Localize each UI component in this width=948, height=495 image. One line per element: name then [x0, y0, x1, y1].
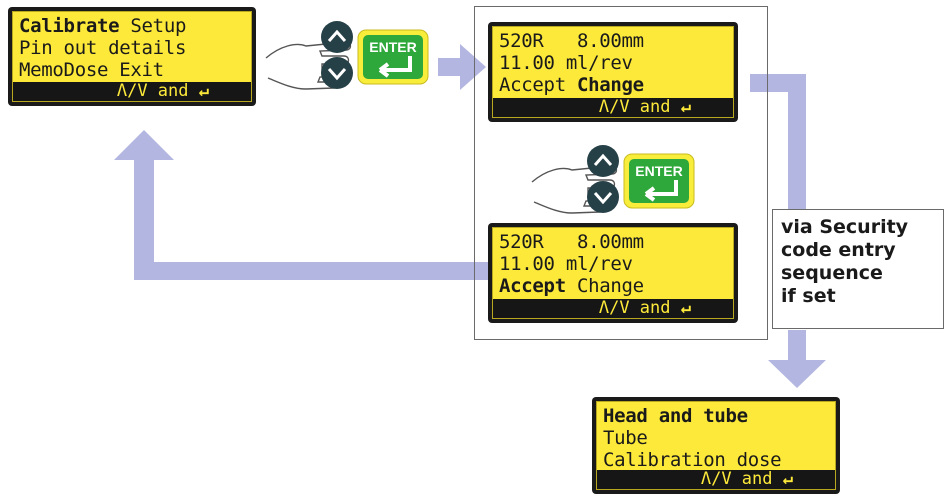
return-arrow-icon: ↵	[198, 81, 209, 101]
lcd-screen: Calibrate Setup Pin out details MemoDose…	[12, 11, 252, 102]
lcd-head-change: 520R 8.00mm 11.00 ml/rev Accept Change Λ…	[488, 22, 738, 122]
menu-item-pin-out: Pin out details	[19, 37, 187, 59]
lcd-head-accept: 520R 8.00mm 11.00 ml/rev Accept Change Λ…	[488, 223, 738, 323]
lcd-line-1: 520R 8.00mm	[499, 30, 727, 52]
gesture-svg: ENTER	[265, 21, 429, 90]
nav-hint-text: Λ/V and	[598, 298, 671, 318]
lcd-calibrate-menu: Calibrate Setup Pin out details MemoDose…	[8, 7, 256, 106]
head-size-text: 520R 8.00mm	[499, 30, 644, 52]
lcd-line-3: Accept Change	[499, 275, 727, 297]
lcd-screen: 520R 8.00mm 11.00 ml/rev Accept Change Λ…	[492, 26, 734, 118]
lcd-line-1: 520R 8.00mm	[499, 231, 727, 253]
lcd-line-2: 11.00 ml/rev	[499, 253, 727, 275]
menu-item-memodose-exit: MemoDose Exit	[19, 59, 164, 81]
arrow-down-to-note	[750, 74, 806, 210]
up-key-icon	[321, 21, 353, 53]
key-press-gesture-middle: ENTER	[528, 140, 708, 228]
option-accept: Accept	[499, 74, 577, 96]
arrow-return-to-calibrate	[114, 130, 488, 280]
lcd-line-3: Accept Change	[499, 74, 727, 96]
key-press-gesture-top: ENTER	[262, 16, 442, 104]
return-arrow-icon: ↵	[680, 298, 691, 318]
menu-item-setup: Setup	[119, 15, 187, 37]
lcd-line-2: Tube	[603, 427, 829, 449]
option-accept-selected: Accept	[499, 275, 566, 297]
enter-key-label: ENTER	[635, 163, 682, 179]
lcd-line-3: MemoDose Exit	[19, 59, 245, 81]
flow-rate-text: 11.00 ml/rev	[499, 253, 633, 275]
gesture-svg: ENTER	[531, 145, 695, 214]
nav-hint-text: Λ/V and	[116, 81, 189, 101]
head-size-text: 520R 8.00mm	[499, 231, 644, 253]
lcd-line-3: Calibration dose	[603, 449, 829, 471]
note-line: sequence	[781, 262, 883, 284]
flow-rate-text: 11.00 ml/rev	[499, 52, 633, 74]
down-key-icon	[321, 57, 353, 89]
enter-key-label: ENTER	[369, 39, 416, 55]
menu-item-head-and-tube: Head and tube	[603, 405, 748, 427]
down-key-icon	[587, 181, 619, 213]
lcd-line-1: Head and tube	[603, 405, 829, 427]
arrow-right-top	[438, 44, 486, 90]
nav-hint-bar: Λ/V and ↵	[13, 82, 251, 101]
nav-hint-bar: Λ/V and ↵	[493, 98, 733, 117]
menu-item-tube: Tube	[603, 427, 648, 449]
return-arrow-icon: ↵	[680, 97, 691, 117]
arrow-down-to-head-tube	[768, 330, 826, 388]
option-change: Change	[565, 275, 644, 297]
note-line: code entry	[781, 239, 896, 261]
option-change-selected: Change	[576, 74, 644, 96]
menu-item-calibration-dose: Calibration dose	[603, 449, 782, 471]
return-arrow-icon: ↵	[782, 469, 793, 489]
lcd-screen: Head and tube Tube Calibration dose Λ/V …	[596, 401, 836, 490]
lcd-line-1: Calibrate Setup	[19, 15, 245, 37]
up-key-icon	[587, 145, 619, 177]
lcd-head-tube-menu: Head and tube Tube Calibration dose Λ/V …	[592, 397, 840, 494]
lcd-line-2: Pin out details	[19, 37, 245, 59]
nav-hint-text: Λ/V and	[700, 469, 773, 489]
enter-key-icon: ENTER	[623, 153, 695, 209]
security-code-note: via Security code entry sequence if set	[772, 209, 944, 329]
nav-hint-text: Λ/V and	[598, 97, 671, 117]
nav-hint-bar: Λ/V and ↵	[597, 470, 835, 489]
lcd-screen: 520R 8.00mm 11.00 ml/rev Accept Change Λ…	[492, 227, 734, 319]
head-settings-group	[474, 6, 768, 340]
nav-hint-bar: Λ/V and ↵	[493, 299, 733, 318]
lcd-line-2: 11.00 ml/rev	[499, 52, 727, 74]
note-line: if set	[781, 285, 836, 307]
note-line: via Security	[781, 216, 909, 238]
enter-key-icon: ENTER	[357, 29, 429, 85]
menu-item-calibrate: Calibrate	[19, 15, 120, 37]
